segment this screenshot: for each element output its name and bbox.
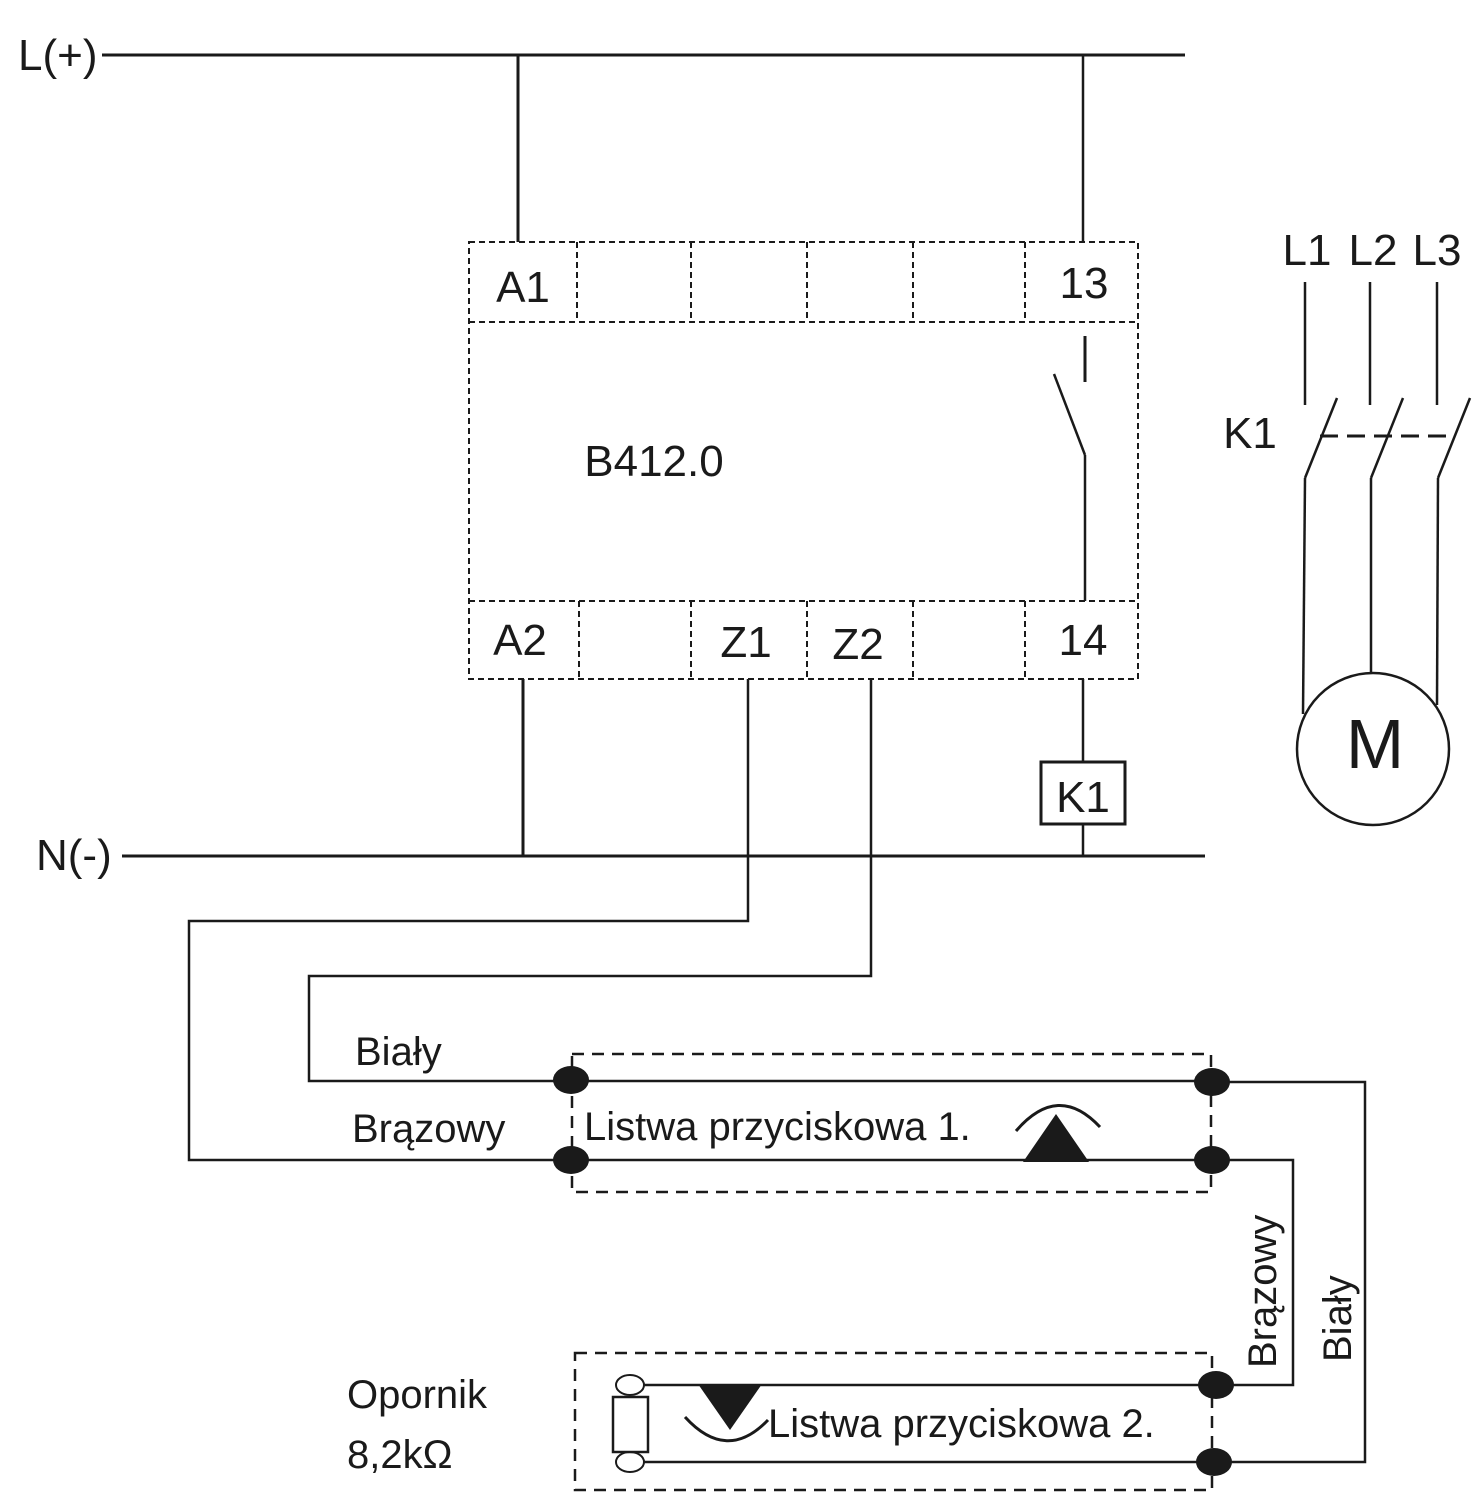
motor-symbol [1295, 671, 1451, 827]
wire-label-brown-vertical: Brązowy [1241, 1215, 1285, 1368]
actuation-arrow-1 [1023, 1114, 1089, 1162]
safety-edge-1-outline [570, 1052, 1213, 1194]
device-name: B412.0 [584, 437, 723, 486]
safety-edge-2-label: Listwa przyciskowa 2. [768, 1402, 1155, 1446]
positive-rail-label: L(+) [18, 31, 97, 80]
safety-edge-1: Listwa przyciskowa 1. [553, 1052, 1230, 1194]
resistor-symbol [611, 1395, 650, 1454]
wire-edge-white [1212, 1080, 1367, 1464]
wire-edge-brown [1212, 1158, 1295, 1387]
negative-rail-label: N(-) [36, 831, 112, 880]
phase-l2-label: L2 [1349, 226, 1398, 275]
resistor-value: 8,2kΩ [347, 1433, 453, 1477]
terminal-14: 14 [1059, 616, 1108, 665]
terminal-z1: Z1 [720, 618, 771, 667]
k1-contact-label: K1 [1223, 409, 1277, 458]
actuation-arrow-2 [698, 1384, 762, 1430]
device-b412: A1 13 A2 Z1 Z2 14 B412.0 [468, 241, 1139, 680]
motor-label: M [1346, 705, 1404, 783]
wire-label-white-vertical: Biały [1316, 1275, 1360, 1362]
terminal-z2: Z2 [832, 620, 883, 669]
actuation-arc-2 [683, 1415, 770, 1443]
wire-z2-white [307, 679, 873, 1083]
device-outline [468, 241, 1139, 680]
wire-label-brown: Brązowy [352, 1107, 505, 1151]
safety-edge-2-outline [573, 1351, 1214, 1492]
relay-contact-blade [1052, 373, 1087, 456]
phase-l3-label: L3 [1413, 226, 1462, 275]
terminal-a2: A2 [493, 616, 547, 665]
k1-coil-label: K1 [1056, 773, 1110, 822]
actuation-arc-1 [1014, 1104, 1102, 1132]
wire-label-white: Biały [355, 1030, 442, 1074]
safety-edge-1-label: Listwa przyciskowa 1. [584, 1105, 971, 1149]
phase-l1-label: L1 [1283, 226, 1332, 275]
terminal-a1: A1 [496, 263, 550, 312]
terminal-13: 13 [1060, 259, 1109, 308]
wire-z1-brown [187, 679, 750, 1162]
resistor-label: Opornik [347, 1373, 488, 1417]
safety-edge-2: Listwa przyciskowa 2. [573, 1351, 1234, 1492]
motor-circuit: L1 L2 L3 K1 M [1223, 226, 1472, 827]
